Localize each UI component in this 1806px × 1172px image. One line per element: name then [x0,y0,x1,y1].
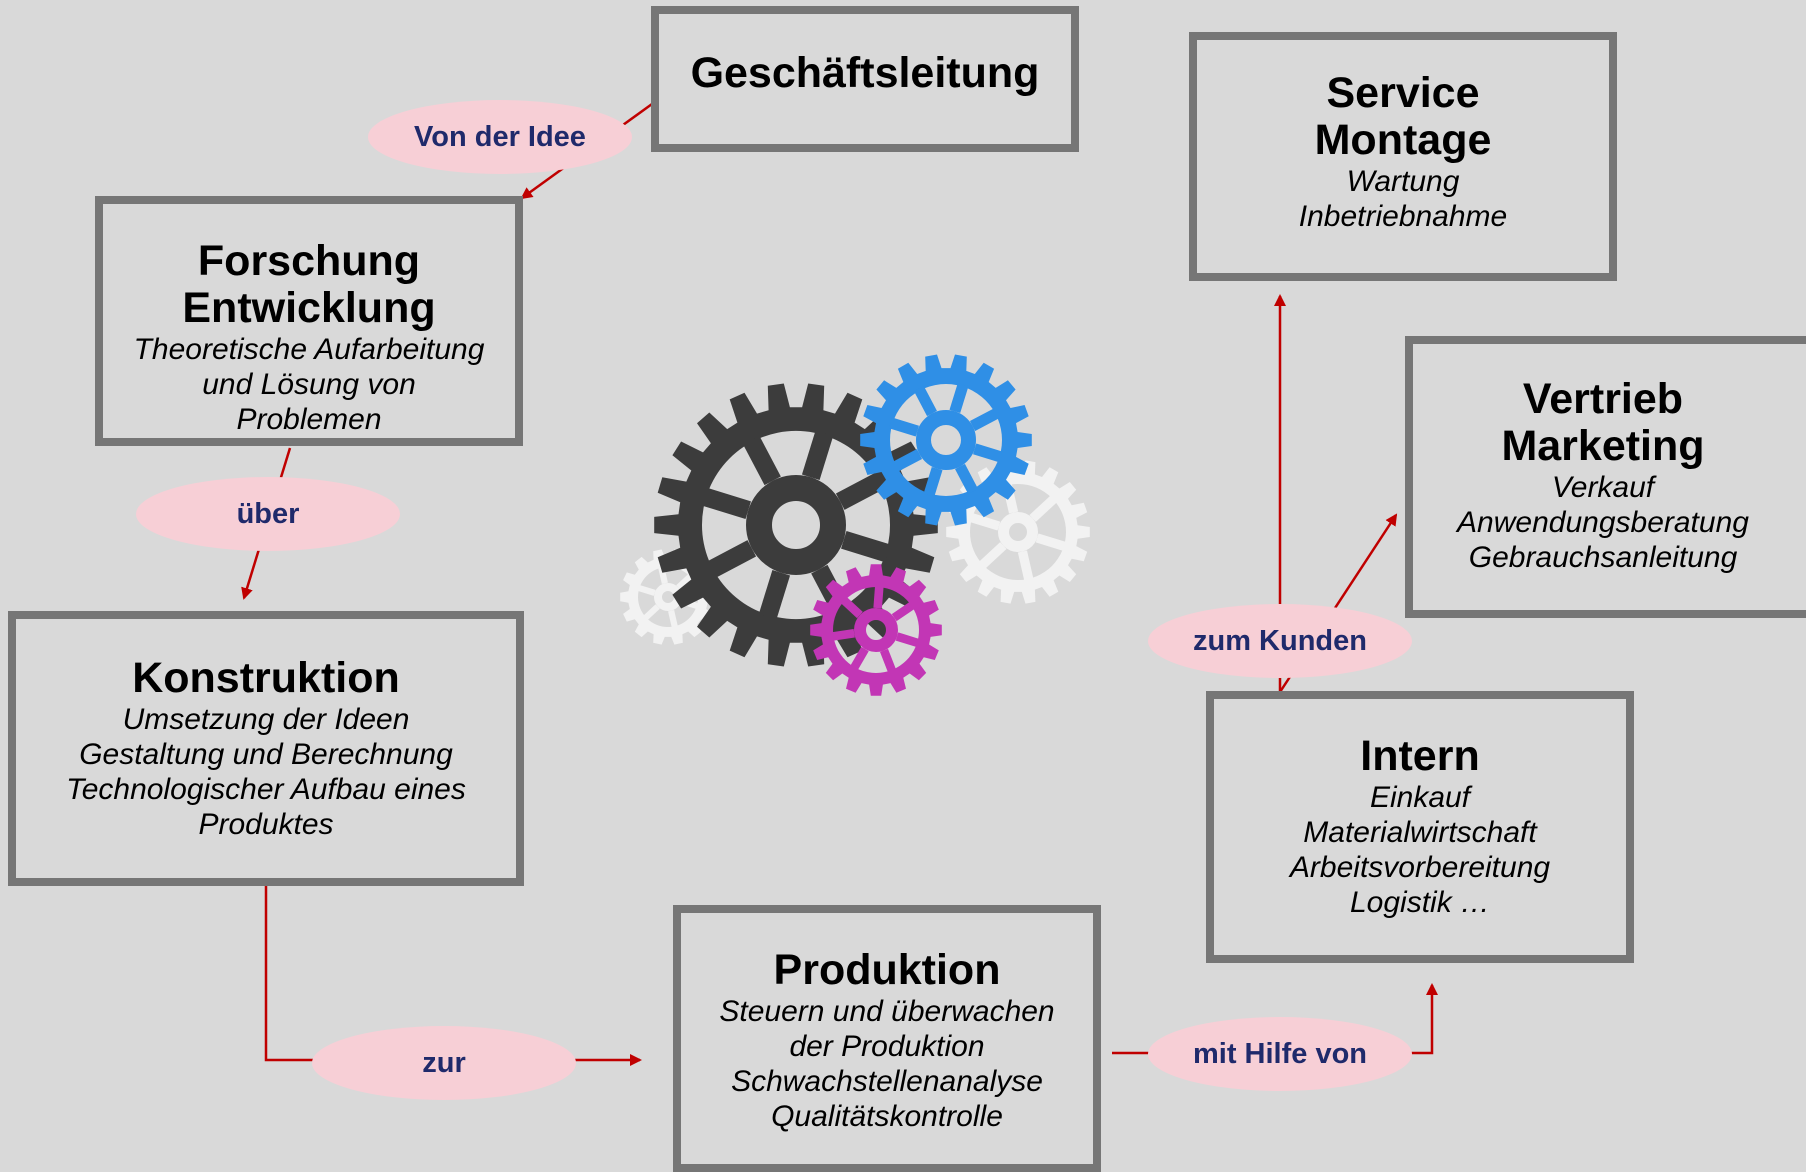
box-title-line: Intern [1360,732,1480,780]
box-description-line: Problemen [236,403,382,436]
box-description-line: und Lösung von [202,368,416,401]
box-title: Geschäftsleitung [659,50,1071,97]
box-title-line: Vertrieb [1522,375,1684,423]
box-forschung-entwicklung: Forschung Entwicklung Theoretische Aufar… [95,196,523,446]
box-description: Umsetzung der Ideen Gestaltung und Berec… [16,702,516,842]
box-description-line: Wartung [1346,165,1460,198]
box-intern: Intern Einkauf Materialwirtschaft Arbeit… [1206,691,1634,963]
box-description-line: Logistik … [1349,886,1491,919]
connector-label-zur: zur [312,1026,576,1100]
box-title: Konstruktion [16,655,516,702]
box-description-line: der Produktion [789,1030,985,1063]
box-description-line: Materialwirtschaft [1303,816,1537,849]
box-title-line: Montage [1314,116,1492,164]
box-title: Vertrieb Marketing [1413,376,1793,470]
connector-text: zum Kunden [1193,624,1367,657]
box-description-line: Produktes [198,808,334,841]
box-title-line: Marketing [1501,422,1705,470]
box-description-line: Anwendungsberatung [1457,506,1749,539]
connector-text: zur [422,1046,466,1079]
box-title: Produktion [681,947,1093,994]
box-title-line: Forschung [197,237,421,285]
connector-text: mit Hilfe von [1192,1037,1367,1070]
box-description-line: Inbetriebnahme [1298,200,1508,233]
box-description-line: Technologischer Aufbau eines [66,773,466,806]
box-title-line: Entwicklung [182,284,436,332]
box-description-line: Einkauf [1369,781,1471,814]
box-title-line: Geschäftsleitung [690,49,1040,97]
box-description-line: Theoretische Aufarbeitung [133,333,485,366]
connector-text: über [236,497,300,530]
box-description: Einkauf Materialwirtschaft Arbeitsvorber… [1214,780,1626,920]
connector-label-ueber: über [136,477,400,551]
box-description-line: Gestaltung und Berechnung [79,738,453,771]
gear-blue-icon [860,354,1032,526]
connector-label-mit-hilfe-von: mit Hilfe von [1148,1017,1412,1091]
box-konstruktion: Konstruktion Umsetzung der Ideen Gestalt… [8,611,524,886]
box-description: Theoretische Aufarbeitung und Lösung von… [103,332,515,437]
box-vertrieb-marketing: Vertrieb Marketing Verkauf Anwendungsber… [1405,336,1806,618]
connector-text: Von der Idee [414,120,586,153]
box-description-line: Steuern und überwachen [719,995,1055,1028]
box-title: Intern [1214,733,1626,780]
box-description-line: Schwachstellenanalyse [731,1065,1043,1098]
box-description: Verkauf Anwendungsberatung Gebrauchsanle… [1413,470,1793,575]
box-geschaeftsleitung: Geschäftsleitung [651,6,1079,152]
box-description-line: Verkauf [1551,471,1655,504]
box-description: Steuern und überwachen der Produktion Sc… [681,994,1093,1134]
gear-magenta-icon [810,564,942,696]
box-title-line: Konstruktion [132,654,400,702]
box-service-montage: Service Montage Wartung Inbetriebnahme [1189,32,1617,281]
box-description: Wartung Inbetriebnahme [1197,164,1609,234]
box-description-line: Umsetzung der Ideen [122,703,410,736]
box-description-line: Gebrauchsanleitung [1468,541,1738,574]
box-title: Service Montage [1197,70,1609,164]
box-produktion: Produktion Steuern und überwachen der Pr… [673,905,1101,1172]
box-description-line: Qualitätskontrolle [771,1100,1003,1133]
box-description-line: Arbeitsvorbereitung [1289,851,1551,884]
connector-label-zum-kunden: zum Kunden [1148,604,1412,678]
box-title: Forschung Entwicklung [103,238,515,332]
box-title-line: Produktion [773,946,1001,994]
box-title-line: Service [1326,69,1480,117]
connector-label-von-der-idee: Von der Idee [368,100,632,174]
